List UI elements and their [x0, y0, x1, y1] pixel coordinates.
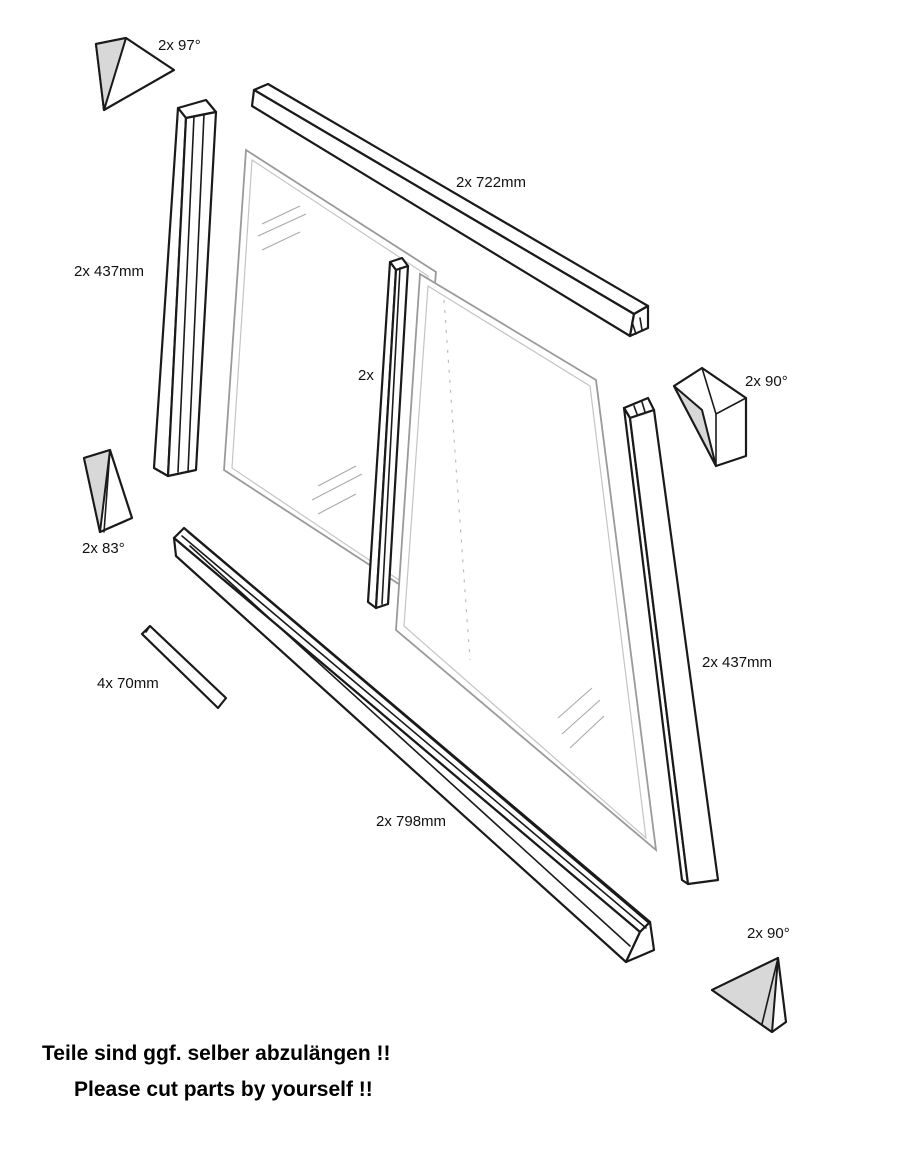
- label-pin: 4x 70mm: [97, 675, 159, 692]
- label-corner-bottom-right: 2x 90°: [747, 925, 790, 942]
- middle-stile-part: [366, 256, 410, 610]
- label-corner-left: 2x 83°: [82, 540, 125, 557]
- left-stile-part: [152, 98, 218, 478]
- corner-piece-top-right: [672, 366, 748, 468]
- label-left-stile: 2x 437mm: [74, 263, 144, 280]
- top-rail-part: [250, 82, 650, 338]
- label-bottom-rail: 2x 798mm: [376, 813, 446, 830]
- pin-part: [140, 624, 228, 710]
- label-middle-stile: 2x: [358, 367, 374, 384]
- label-top-rail: 2x 722mm: [456, 174, 526, 191]
- glass-pane-right: [395, 272, 658, 853]
- corner-piece-bottom-right: [710, 956, 788, 1034]
- cut-notice-english: Please cut parts by yourself !!: [74, 1078, 373, 1101]
- label-right-stile: 2x 437mm: [702, 654, 772, 671]
- cut-notice-german: Teile sind ggf. selber abzulängen !!: [42, 1042, 391, 1065]
- corner-piece-top-left: [94, 36, 176, 112]
- right-stile-part: [622, 396, 720, 886]
- label-corner-top-left: 2x 97°: [158, 37, 201, 54]
- label-corner-top-right: 2x 90°: [745, 373, 788, 390]
- bottom-rail-part: [172, 526, 656, 964]
- corner-piece-left: [82, 448, 134, 534]
